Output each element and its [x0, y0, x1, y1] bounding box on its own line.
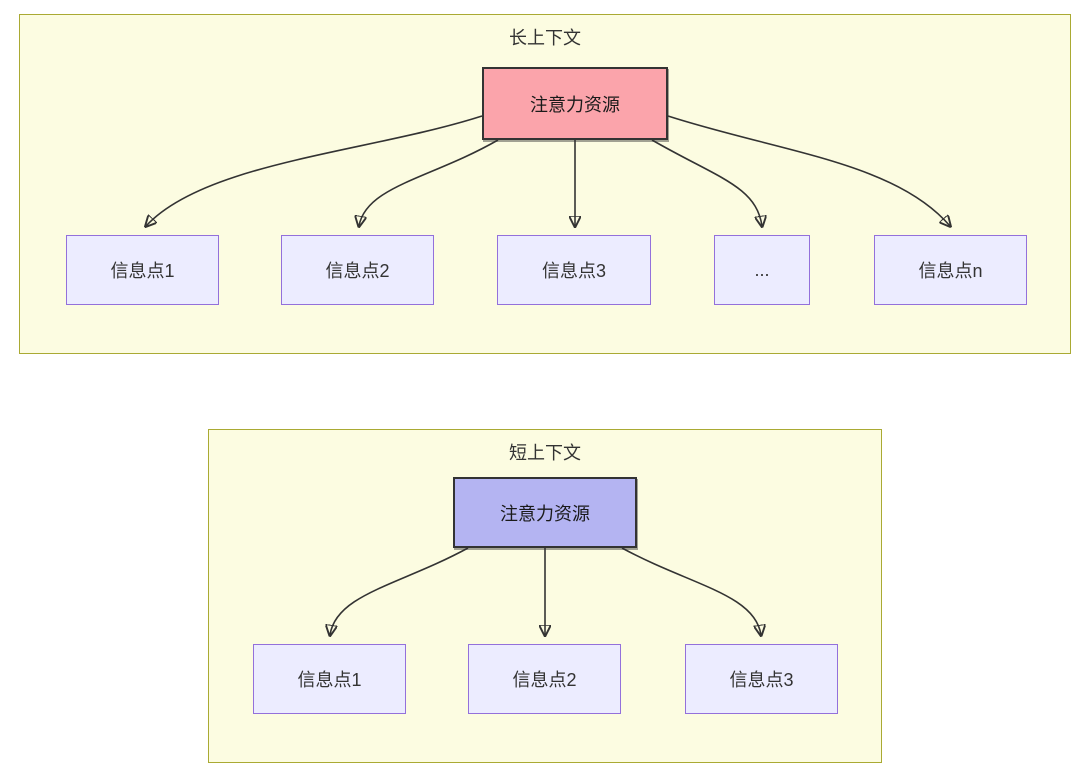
long-info-box-n: 信息点n	[874, 235, 1027, 305]
short-context-title: 短上下文	[509, 443, 581, 463]
short-info-box-1: 信息点1	[253, 644, 406, 714]
long-info-box-2: 信息点2	[281, 235, 434, 305]
long-context-title: 长上下文	[509, 28, 581, 48]
long-context-attention-box: 注意力资源	[482, 67, 668, 140]
short-context-attention-box: 注意力资源	[453, 477, 637, 548]
short-info-box-3: 信息点3	[685, 644, 838, 714]
long-info-box-ellipsis: ...	[714, 235, 810, 305]
short-info-box-2: 信息点2	[468, 644, 621, 714]
long-info-box-3: 信息点3	[497, 235, 651, 305]
long-info-box-1: 信息点1	[66, 235, 219, 305]
